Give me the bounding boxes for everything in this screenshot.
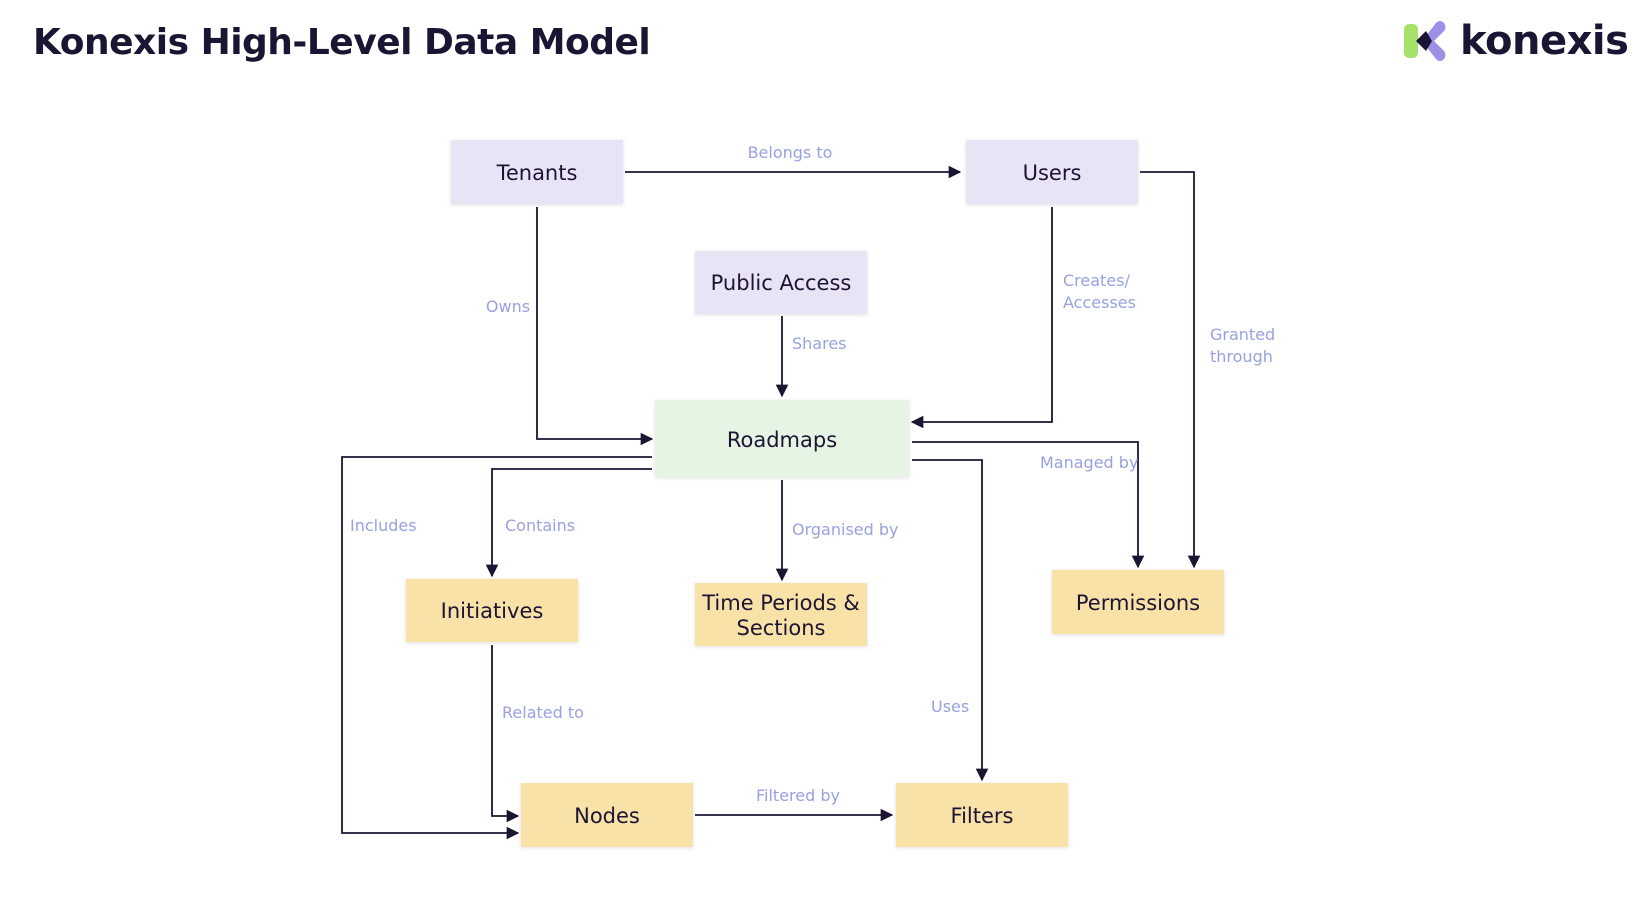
label-uses: Uses — [931, 697, 969, 716]
label-owns: Owns — [486, 297, 530, 316]
label-includes: Includes — [350, 516, 417, 535]
node-tenants[interactable]: Tenants — [451, 140, 623, 204]
edge-contains — [485, 468, 652, 578]
node-permissions[interactable]: Permissions — [1052, 570, 1224, 634]
konexis-logo-icon — [1404, 21, 1446, 61]
label-granted: Granted — [1210, 325, 1275, 344]
label-related-to: Related to — [502, 703, 584, 722]
label-organised-by: Organised by — [792, 520, 898, 539]
svg-text:Roadmaps: Roadmaps — [727, 428, 837, 452]
edge-owns — [536, 207, 654, 446]
edges — [341, 165, 1201, 840]
label-filtered-by: Filtered by — [756, 786, 840, 805]
svg-text:Public Access: Public Access — [711, 271, 852, 295]
svg-text:Tenants: Tenants — [496, 161, 578, 185]
node-filters[interactable]: Filters — [896, 783, 1068, 847]
brand-logo: konexis — [1402, 18, 1629, 64]
edge-related-to — [491, 645, 520, 823]
node-time-periods-sections[interactable]: Time Periods & Sections — [695, 583, 867, 646]
label-creates: Creates/ — [1063, 271, 1131, 290]
svg-text:Initiatives: Initiatives — [441, 599, 544, 623]
edge-managed-by — [912, 441, 1145, 569]
page-title: Konexis High-Level Data Model — [33, 22, 651, 63]
node-users[interactable]: Users — [966, 140, 1138, 204]
svg-text:Nodes: Nodes — [574, 804, 640, 828]
edge-uses — [912, 459, 989, 782]
label-accesses: Accesses — [1063, 293, 1136, 312]
svg-text:Time Periods &: Time Periods & — [701, 591, 860, 615]
label-belongs-to: Belongs to — [748, 143, 833, 162]
edge-granted-through — [1140, 171, 1201, 569]
svg-text:Users: Users — [1023, 161, 1082, 185]
label-through: through — [1210, 347, 1273, 366]
svg-text:Permissions: Permissions — [1076, 591, 1200, 615]
logo-wordmark: konexis — [1460, 18, 1629, 64]
node-roadmaps[interactable]: Roadmaps — [655, 400, 909, 477]
edge-creates-accesses — [910, 207, 1053, 429]
edge-includes — [341, 456, 652, 840]
svg-text:Sections: Sections — [737, 616, 826, 640]
svg-text:Filters: Filters — [951, 804, 1014, 828]
node-public-access[interactable]: Public Access — [695, 251, 867, 314]
node-initiatives[interactable]: Initiatives — [406, 579, 578, 642]
edge-labels: Belongs to Owns Shares Creates/ Accesses… — [350, 143, 1275, 805]
label-managed-by: Managed by — [1040, 453, 1138, 472]
node-nodes[interactable]: Nodes — [521, 783, 693, 847]
label-contains: Contains — [505, 516, 575, 535]
label-shares: Shares — [792, 334, 847, 353]
